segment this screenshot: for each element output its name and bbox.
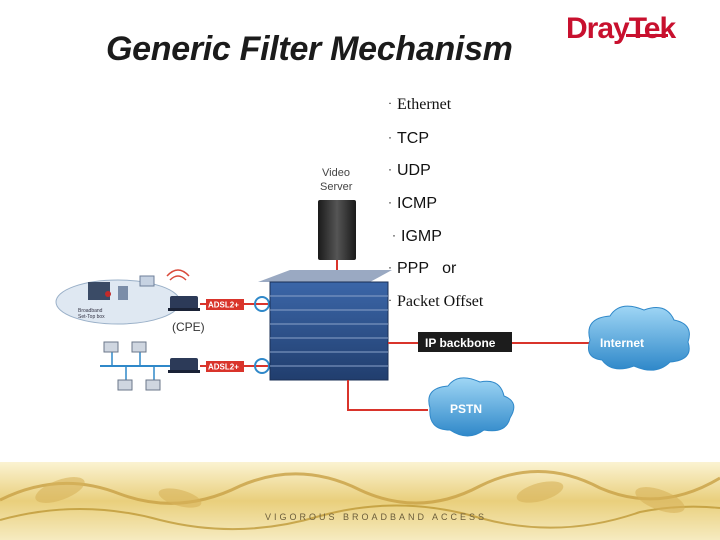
adsl-label-1: ADSL2+ bbox=[208, 301, 239, 310]
cpe-label: (CPE) bbox=[172, 320, 205, 334]
server-icon bbox=[318, 200, 356, 260]
draytek-logo: DrayTek bbox=[566, 12, 676, 46]
pstn-label: PSTN bbox=[450, 402, 482, 416]
ip-backbone: IP backbone bbox=[388, 332, 590, 352]
office-pc-icon-1 bbox=[103, 341, 119, 353]
pstn: PSTN bbox=[347, 377, 515, 437]
svg-text:ADSL2+: ADSL2+ bbox=[208, 301, 239, 310]
bullet-item: · IGMP bbox=[392, 228, 442, 246]
internet-cloud: Internet bbox=[588, 305, 690, 371]
office-pc-icon-2 bbox=[131, 341, 147, 353]
bullet-marker: · bbox=[388, 293, 392, 307]
home-label-line1: Broadband bbox=[78, 308, 103, 314]
ip-backbone-label: IP backbone bbox=[425, 336, 496, 350]
bullet-text: PPP or bbox=[397, 260, 457, 277]
video-server-label-2: Server bbox=[320, 181, 353, 193]
svg-text:Set-Top box: Set-Top box bbox=[78, 314, 105, 320]
video-server-label-1: Video bbox=[322, 167, 350, 179]
bullet-marker: · bbox=[388, 162, 392, 176]
bullet-item: · Ethernet bbox=[388, 96, 451, 114]
bullet-marker: · bbox=[388, 195, 392, 209]
bullet-text: UDP bbox=[397, 162, 431, 179]
svg-text:Video: Video bbox=[322, 167, 350, 179]
logo-underline bbox=[626, 34, 668, 37]
internet-label: Internet bbox=[600, 336, 644, 350]
bullet-item: · ICMP bbox=[388, 195, 437, 213]
bullet-item: · PPP or bbox=[388, 260, 456, 278]
footer-tagline: VIGOROUS BROADBAND ACCESS bbox=[265, 512, 488, 522]
bullet-text: Packet Offset bbox=[397, 293, 484, 310]
bullet-item: · TCP bbox=[388, 130, 429, 148]
bullet-item: · Packet Offset bbox=[388, 293, 483, 311]
cpe-router-1: ADSL2+ bbox=[168, 296, 270, 312]
svg-text:ADSL2+: ADSL2+ bbox=[208, 363, 239, 372]
svg-text:Server: Server bbox=[320, 181, 353, 193]
decorative-gold-band bbox=[0, 462, 720, 540]
home-network: Broadband Set-Top box bbox=[55, 269, 190, 325]
slide-title: Generic Filter Mechanism bbox=[106, 30, 513, 68]
svg-text:Broadband: Broadband bbox=[78, 308, 103, 314]
video-server: Video Server bbox=[318, 167, 356, 272]
bullet-text: ICMP bbox=[397, 195, 437, 212]
dslam-icon bbox=[269, 281, 389, 381]
home-pc-icon bbox=[118, 286, 128, 300]
cpe-router-2: ADSL2+ bbox=[168, 358, 270, 374]
svg-text:Internet: Internet bbox=[600, 336, 644, 350]
office-pc-icon-4 bbox=[145, 379, 161, 391]
bullet-marker: · bbox=[388, 260, 392, 274]
bullet-text: IGMP bbox=[401, 228, 442, 245]
svg-text:(CPE): (CPE) bbox=[172, 320, 205, 334]
bullet-text: Ethernet bbox=[397, 96, 452, 113]
svg-text:PSTN: PSTN bbox=[450, 402, 482, 416]
home-tv-icon bbox=[88, 282, 110, 300]
svg-text:IP backbone: IP backbone bbox=[425, 336, 496, 350]
bullet-text: TCP bbox=[397, 130, 429, 147]
adsl-label-2: ADSL2+ bbox=[208, 363, 239, 372]
home-label-line2: Set-Top box bbox=[78, 314, 105, 320]
bullet-marker: · bbox=[388, 130, 392, 144]
logo-text: DrayTek bbox=[566, 12, 676, 45]
office-pc-icon-3 bbox=[117, 379, 133, 391]
home-laptop-icon bbox=[139, 275, 155, 287]
bullet-marker: · bbox=[388, 96, 392, 110]
dslam-stack bbox=[258, 270, 392, 381]
bullet-item: · UDP bbox=[388, 162, 431, 180]
bullet-marker: · bbox=[392, 228, 396, 242]
